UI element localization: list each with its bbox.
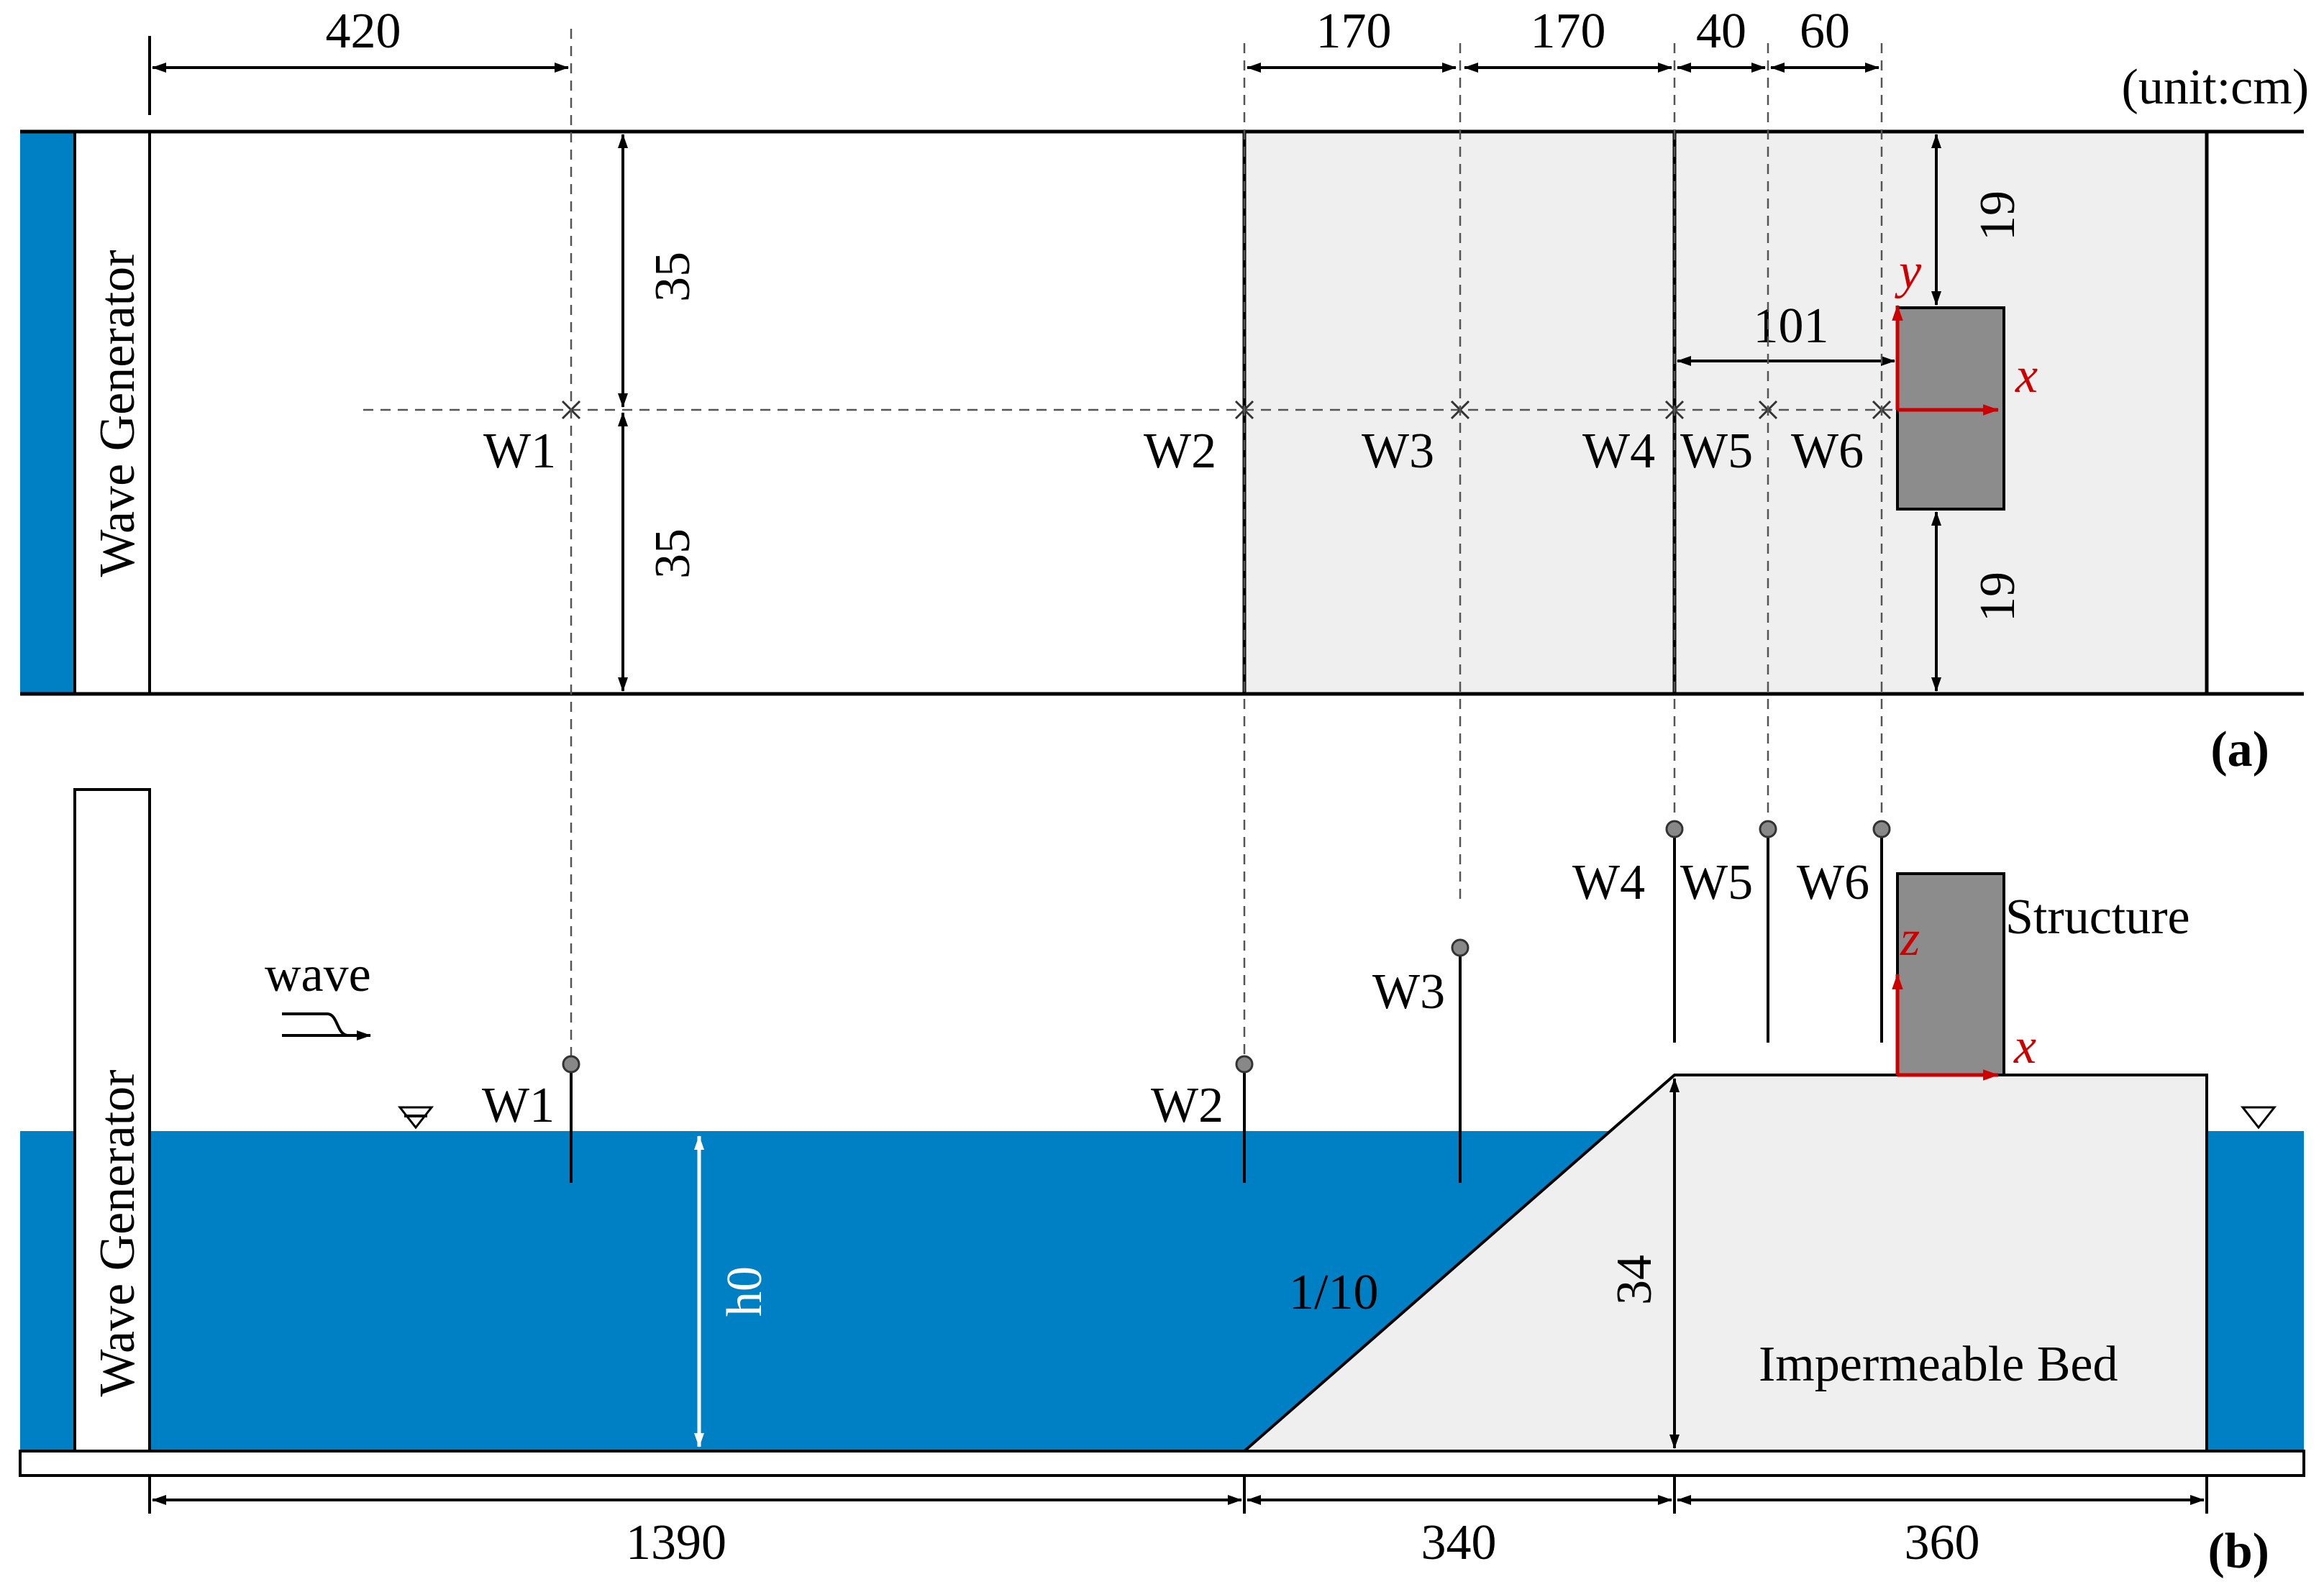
water-level-symbol-right	[2240, 1106, 2277, 1130]
axis-x-top: x	[2015, 348, 2038, 403]
axis-x-side: x	[2013, 1019, 2036, 1074]
generator-label-top: Wave Generator	[90, 250, 145, 577]
gauge-label-top-w1: W1	[483, 424, 556, 479]
gauge-label-side-w4: W4	[1572, 855, 1645, 910]
gauge-label-side-w3: W3	[1372, 964, 1445, 1020]
dim-340: 340	[1421, 1515, 1497, 1570]
panel-label-a: (a)	[2210, 722, 2269, 777]
dim-360: 360	[1905, 1515, 1980, 1570]
gauge-label-top-w6: W6	[1791, 424, 1864, 479]
structure-side	[1896, 872, 2005, 1076]
dim-60: 60	[1800, 4, 1850, 59]
axis-y-top: y	[1895, 244, 1922, 299]
gauge-label-side-w2: W2	[1151, 1078, 1223, 1133]
plan-view: Wave Generator W1 W2 W3 W4 W5 W6 35	[20, 60, 2309, 777]
wave-arrow-icon	[282, 1012, 368, 1037]
wave-gauges-side	[562, 820, 1891, 1183]
gauge-label-side-w1: W1	[482, 1078, 555, 1133]
structure-label: Structure	[2005, 889, 2190, 945]
half-width-upper: 35	[645, 252, 701, 302]
generator-paddle-top	[20, 132, 75, 694]
shelf-side	[1244, 1075, 2207, 1451]
flume-floor	[19, 1450, 2305, 1477]
gap-upper: 19	[1970, 191, 2025, 241]
dim-40: 40	[1696, 4, 1746, 59]
depth-label: h0	[717, 1266, 773, 1317]
dim-170-a: 170	[1316, 4, 1392, 59]
height-label: 34	[1607, 1255, 1662, 1305]
wave-label: wave	[265, 947, 371, 1002]
gauge-label-side-w5: W5	[1680, 855, 1753, 910]
generator-label-side: Wave Generator	[90, 1070, 145, 1397]
gauge-label-side-w6: W6	[1797, 855, 1869, 910]
dim-420: 420	[326, 4, 401, 59]
axis-z-side: z	[1900, 911, 1920, 966]
unit-label: (unit:cm)	[2122, 60, 2309, 115]
dim-1390: 1390	[626, 1515, 726, 1570]
panel-label-b: (b)	[2207, 1524, 2269, 1579]
dist-101: 101	[1754, 298, 1829, 354]
gap-lower: 19	[1970, 572, 2025, 622]
dim-170-b: 170	[1531, 4, 1606, 59]
shelf-plan	[1244, 132, 2207, 694]
bed-label: Impermeable Bed	[1759, 1337, 2118, 1392]
gauge-label-top-w5: W5	[1680, 424, 1753, 479]
gauge-label-top-w3: W3	[1362, 424, 1434, 479]
gauge-label-top-w4: W4	[1582, 424, 1655, 479]
generator-box-top	[73, 130, 151, 695]
gauge-label-top-w2: W2	[1144, 424, 1216, 479]
side-view: Wave Generator wave W1 W2 W3 W4	[19, 788, 2305, 1579]
top-dimensions: 420 170 170 40 60	[148, 4, 1879, 115]
generator-box-side	[73, 788, 151, 1453]
slope-label: 1/10	[1289, 1265, 1378, 1320]
gauge-guides	[570, 29, 1883, 1057]
half-width-lower: 35	[645, 529, 701, 579]
